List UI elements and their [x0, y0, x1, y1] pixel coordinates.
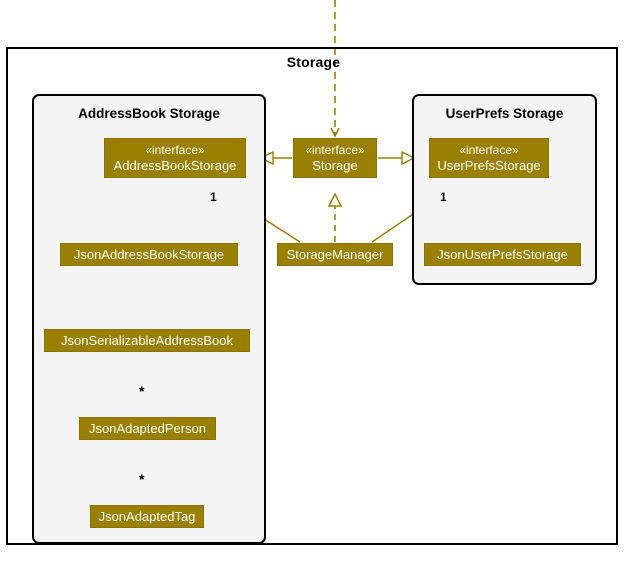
- multiplicity-serializable-person: *: [139, 383, 145, 399]
- class-jsonadaptedtag-name: JsonAdaptedTag: [98, 509, 196, 524]
- class-jsonserializableaddressbook[interactable]: JsonSerializableAddressBook: [44, 329, 250, 352]
- class-jsonadaptedperson[interactable]: JsonAdaptedPerson: [79, 417, 216, 440]
- package-storage-title: Storage: [286, 54, 341, 70]
- class-storagemanager[interactable]: StorageManager: [277, 243, 393, 266]
- package-userprefs-storage-title: UserPrefs Storage: [445, 106, 564, 121]
- class-jsonaddressbookstorage[interactable]: JsonAddressBookStorage: [60, 243, 238, 266]
- class-storage-stereotype: «interface»: [305, 143, 365, 157]
- class-storage[interactable]: «interface» Storage: [293, 138, 377, 178]
- class-storagemanager-name: StorageManager: [286, 247, 384, 262]
- class-storage-name: Storage: [312, 158, 358, 173]
- class-addressbookstorage-name: AddressBookStorage: [113, 158, 237, 173]
- class-jsonadaptedperson-name: JsonAdaptedPerson: [88, 421, 207, 436]
- class-jsonuserprefsstorage[interactable]: JsonUserPrefsStorage: [424, 243, 581, 266]
- multiplicity-storagemanager-addressbookstorage: 1: [210, 190, 217, 204]
- class-jsonaddressbookstorage-name: JsonAddressBookStorage: [73, 247, 225, 262]
- multiplicity-person-tag: *: [139, 471, 145, 487]
- package-addressbook-storage-title: AddressBook Storage: [78, 106, 220, 121]
- package-storage: [6, 47, 618, 545]
- class-jsonserializableaddressbook-name: JsonSerializableAddressBook: [61, 333, 233, 348]
- class-jsonadaptedtag[interactable]: JsonAdaptedTag: [90, 505, 204, 528]
- class-addressbookstorage-stereotype: «interface»: [145, 143, 205, 157]
- class-userprefsstorage-name: UserPrefsStorage: [437, 158, 541, 173]
- class-addressbookstorage[interactable]: «interface» AddressBookStorage: [104, 138, 246, 178]
- multiplicity-storagemanager-userprefsstorage: 1: [440, 190, 447, 204]
- class-userprefsstorage[interactable]: «interface» UserPrefsStorage: [429, 138, 549, 178]
- class-userprefsstorage-stereotype: «interface»: [459, 143, 519, 157]
- class-jsonuserprefsstorage-name: JsonUserPrefsStorage: [437, 247, 568, 262]
